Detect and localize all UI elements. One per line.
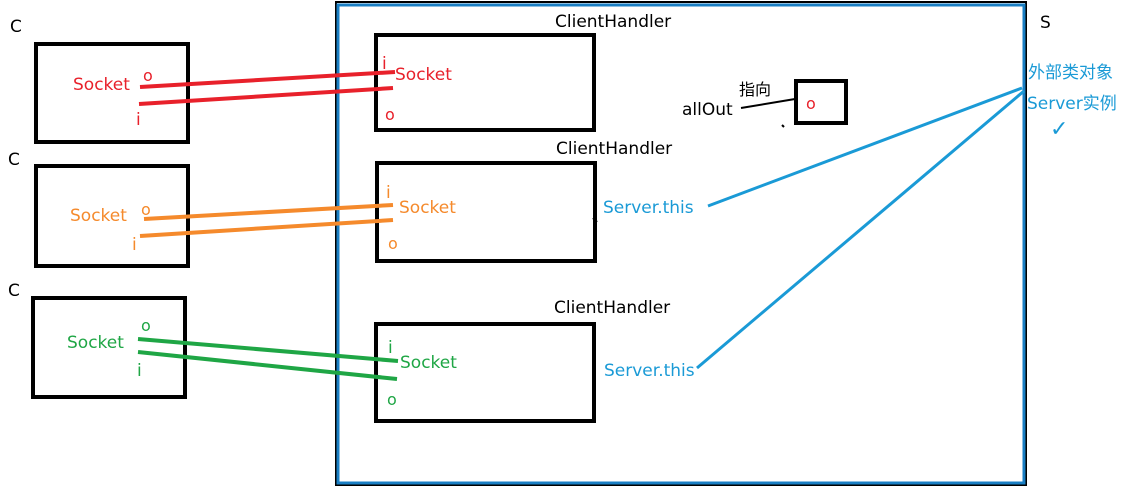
client-out-marker-2: o [141, 200, 151, 219]
handler-socket-label-1: Socket [395, 65, 452, 85]
client-in-marker-1: i [136, 110, 141, 130]
client-box-1 [34, 42, 190, 144]
red-connection-top [139, 70, 396, 89]
server-this-link-2 [696, 89, 1025, 370]
red-connection-bottom [138, 86, 394, 106]
client-out-marker-3: o [141, 316, 151, 335]
points-to-label: 指向 [739, 80, 771, 99]
handler-2-edge-tick [592, 217, 598, 223]
handler-socket-label-3: Socket [400, 353, 457, 373]
check-mark-icon: ✓ [1050, 117, 1068, 142]
client-socket-label-1: Socket [73, 75, 130, 95]
client-box-3 [31, 296, 187, 399]
server-this-label-1: Server.this [603, 198, 694, 218]
all-out-pointer [740, 98, 796, 109]
server-this-link-1 [707, 86, 1023, 208]
client-handler-box-2 [375, 161, 597, 263]
client-handler-title-2: ClientHandler [556, 139, 672, 159]
handler-out-marker-1: o [385, 105, 395, 124]
all-out-label: allOut [682, 100, 733, 120]
server-this-label-2: Server.this [604, 361, 695, 381]
client-label-1: C [10, 17, 22, 37]
client-handler-box-1 [374, 33, 596, 132]
handler-socket-label-2: Socket [399, 198, 456, 218]
client-socket-label-3: Socket [67, 333, 124, 353]
orange-connection-top [143, 203, 394, 221]
server-label: S [1040, 13, 1051, 33]
client-handler-title-1: ClientHandler [555, 12, 671, 32]
client-out-marker-1: o [143, 66, 153, 85]
client-socket-label-2: Socket [70, 206, 127, 226]
server-instance-label: Server实例 [1027, 94, 1117, 114]
client-label-2: C [8, 150, 20, 170]
green-connection-top [137, 337, 399, 363]
handler-in-marker-1: i [382, 54, 387, 74]
orange-connection-bottom [139, 218, 394, 238]
all-out-box-marker: o [806, 94, 816, 113]
green-connection-bottom [137, 350, 398, 381]
outer-object-label: 外部类对象 [1028, 63, 1113, 83]
pointer-tick [781, 124, 785, 128]
server-frame-outer [335, 1, 1027, 486]
client-handler-title-3: ClientHandler [554, 298, 670, 318]
client-in-marker-2: i [132, 235, 137, 255]
client-in-marker-3: i [137, 361, 142, 381]
all-out-box [794, 79, 848, 125]
client-handler-box-3 [374, 322, 596, 423]
handler-out-marker-2: o [388, 234, 398, 253]
client-label-3: C [8, 281, 20, 301]
handler-in-marker-2: i [386, 183, 391, 203]
handler-in-marker-3: i [388, 338, 393, 358]
server-frame [336, 3, 1026, 485]
handler-out-marker-3: o [387, 390, 397, 409]
